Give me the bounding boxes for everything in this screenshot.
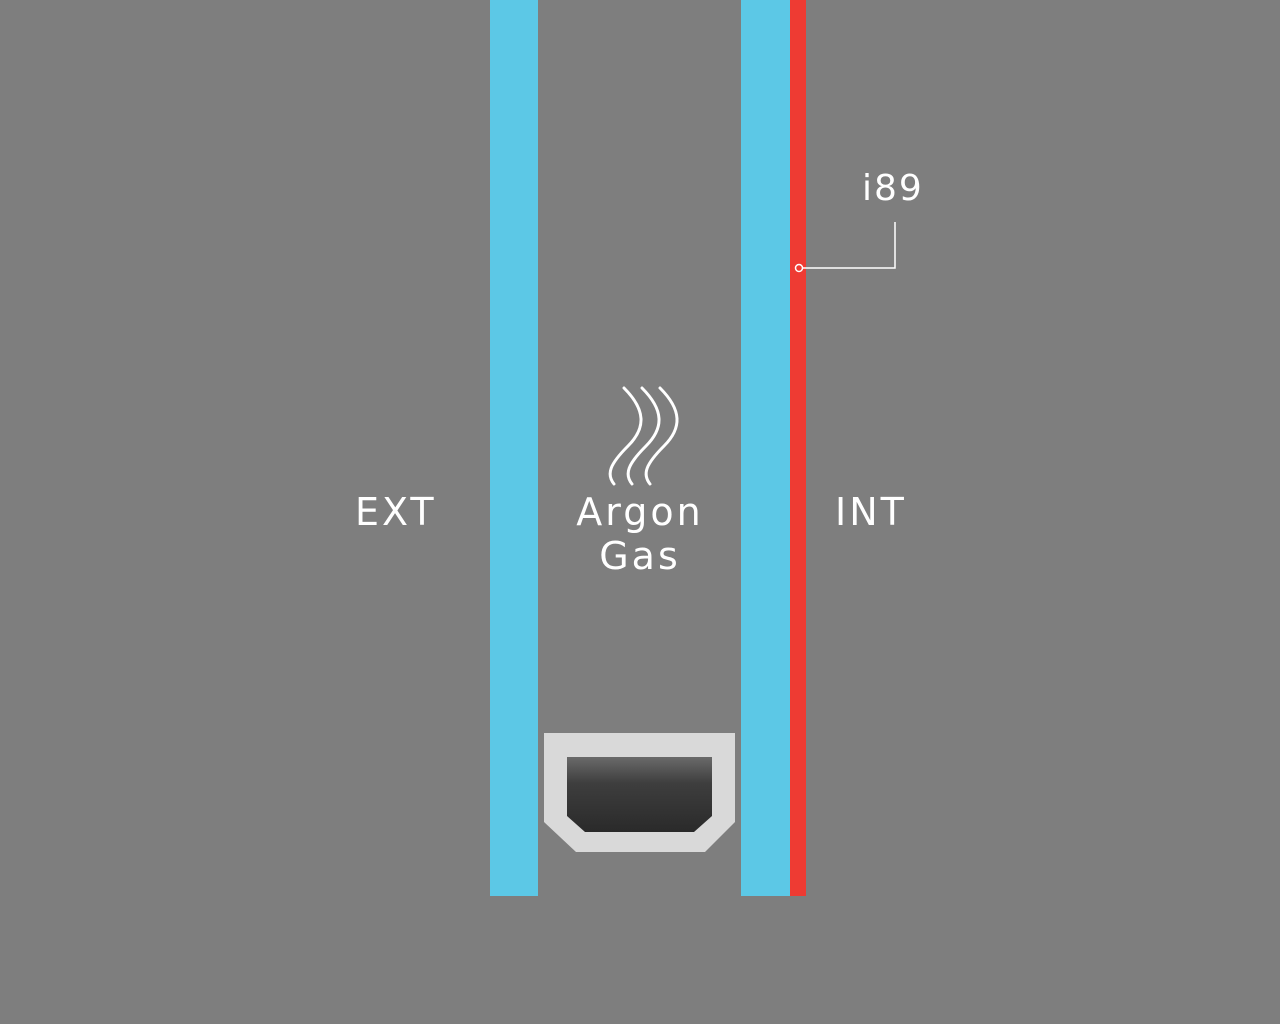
- spacer-bar: [544, 733, 735, 852]
- interior-glass-pane: [741, 0, 790, 896]
- low-e-coating-layer: [790, 0, 806, 896]
- argon-gas-label: Argon Gas: [560, 490, 720, 578]
- exterior-label: EXT: [355, 490, 437, 534]
- exterior-glass-pane: [490, 0, 538, 896]
- wavy-lines-icon: [608, 386, 679, 486]
- argon-gas-label-line1: Argon: [576, 490, 704, 534]
- interior-label: INT: [835, 490, 907, 534]
- coating-callout-leader: [794, 222, 896, 273]
- coating-label: i89: [862, 168, 924, 209]
- argon-gas-label-line2: Gas: [599, 534, 681, 578]
